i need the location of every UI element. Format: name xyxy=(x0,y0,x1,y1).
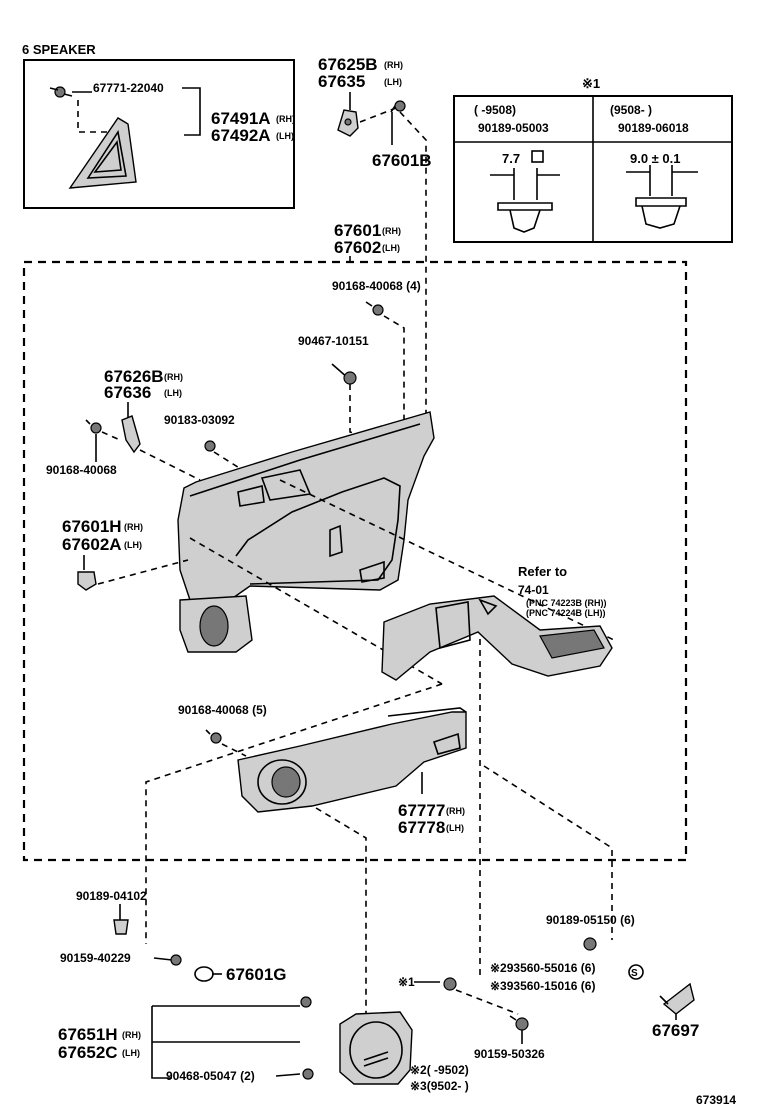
bracket-lh-label: 67635 xyxy=(318,72,365,91)
handle-lh-label: 67636 xyxy=(104,383,151,402)
bracket-rh-side: (RH) xyxy=(384,60,403,70)
tweeter-cover-icon xyxy=(68,117,137,189)
inset-screw-icon xyxy=(49,86,73,98)
cap-67601g-label: 67601G xyxy=(226,965,287,984)
svg-text:S: S xyxy=(631,968,638,979)
speaker-inset-frame xyxy=(23,59,295,209)
screw-50326-icon xyxy=(509,1015,529,1031)
handle-rh-label: 67626B xyxy=(104,367,164,386)
note-col2-dim: 9.0 ± 0.1 xyxy=(630,151,681,166)
bolt-icon xyxy=(331,363,357,385)
star1-label: ※1 xyxy=(398,975,415,989)
note-table-mark: ※1 xyxy=(582,76,600,91)
assembly-boundary xyxy=(22,260,688,862)
bracket-rh-label: 67625B xyxy=(318,55,378,74)
retainer-rh-label: 67601H xyxy=(62,517,122,536)
speaker-screw-label: 67771-22040 xyxy=(93,81,164,95)
clip-67601b-label: 67601B xyxy=(372,151,432,170)
door-pocket xyxy=(237,707,467,813)
speaker-inset: 67771-22040 67491A (RH) 67492A (LH) xyxy=(23,59,295,209)
speaker-cover-lh-label: 67492A xyxy=(211,126,271,145)
bolt-label: 90467-10151 xyxy=(298,334,369,348)
figure-number: 673914 xyxy=(696,1093,736,1107)
screw-40229-label: 90159-40229 xyxy=(60,951,131,965)
armrest-pnc-rh: (PNC 74223B (RH)) xyxy=(526,598,607,608)
clip-67601b-icon xyxy=(390,100,406,113)
power-window-switch xyxy=(539,629,605,659)
pocket-lh-side: (LH) xyxy=(446,823,464,833)
note-col1-part: 90189-05003 xyxy=(478,121,549,135)
clip-55016-label: ※293560-55016 (6) xyxy=(490,961,595,975)
retainer-rh-side: (RH) xyxy=(124,522,143,532)
screw-90468-label: 90468-05047 (2) xyxy=(166,1069,255,1083)
clip-05150-icon xyxy=(583,937,597,951)
clip-90189-06018-icon xyxy=(626,165,698,229)
grille-rh-side: (RH) xyxy=(122,1030,141,1040)
retainer-lh-label: 67602A xyxy=(62,535,122,554)
grille-lh-label: 67652C xyxy=(58,1043,118,1062)
note-col1-dim: 7.7 xyxy=(502,151,520,166)
grille-screw-icon xyxy=(300,996,314,1080)
pocket-rh-label: 67777 xyxy=(398,801,445,820)
note-period-2: ※2( -9502) xyxy=(410,1063,469,1077)
board-lh-side: (LH) xyxy=(382,243,400,253)
screw-90183-label: 90183-03092 xyxy=(164,413,235,427)
screw-40229-icon xyxy=(170,954,182,966)
clip-04102-label: 90189-04102 xyxy=(76,889,147,903)
board-rh-label: 67601 xyxy=(334,221,381,240)
clip-04102-icon xyxy=(113,919,129,935)
grille-lh-side: (LH) xyxy=(122,1048,140,1058)
screw-90183-icon xyxy=(204,440,216,452)
screw-left-label: 90168-40068 xyxy=(46,463,117,477)
pocket-rh-side: (RH) xyxy=(446,806,465,816)
bracket-lh-side: (LH) xyxy=(384,77,402,87)
retainer-lh-side: (LH) xyxy=(124,540,142,550)
board-lh-label: 67602 xyxy=(334,238,381,257)
speaker-cover-rh-label: 67491A xyxy=(211,109,271,128)
door-trim-board xyxy=(177,411,435,653)
clip-15016-label: ※393560-15016 (6) xyxy=(490,979,595,993)
note-square-mark xyxy=(531,150,544,163)
screw-50326-label: 90159-50326 xyxy=(474,1047,545,1061)
note-col1-period: ( -9508) xyxy=(474,103,516,117)
clip-05150-label: 90189-05150 (6) xyxy=(546,913,635,927)
note-period-3: ※3(9502- ) xyxy=(410,1079,469,1093)
speaker-cover-lh-side: (LH) xyxy=(276,131,294,141)
handle-rh-side: (RH) xyxy=(164,372,183,382)
clip-s-mark-icon: S xyxy=(628,964,644,980)
clip-size-table: ※1 ( -9508) 90189-05003 (9508- ) 90189-0… xyxy=(453,76,733,243)
header-title: 6 SPEAKER xyxy=(22,42,96,57)
screw-icon xyxy=(365,301,384,316)
grille-rh-label: 67651H xyxy=(58,1025,118,1044)
cap-67601g-icon xyxy=(194,966,214,982)
note-col2-period: (9508- ) xyxy=(610,103,652,117)
armrest-ref-page: 74-01 xyxy=(518,583,549,597)
screw-5-label: 90168-40068 (5) xyxy=(178,703,267,717)
screw-left-icon xyxy=(85,419,102,434)
note-col2-part: 90189-06018 xyxy=(618,121,689,135)
armrest-refer-title: Refer to xyxy=(518,564,567,579)
inside-handle-icon xyxy=(121,415,141,454)
retainer-clip-icon xyxy=(77,571,97,591)
screw-5-icon xyxy=(205,729,222,744)
board-rh-side: (RH) xyxy=(382,226,401,236)
armrest-assembly xyxy=(381,595,613,681)
pocket-lh-label: 67778 xyxy=(398,818,445,837)
armrest-grip-recess xyxy=(435,601,471,650)
door-bracket-icon xyxy=(337,109,359,137)
bracket-67697-label: 67697 xyxy=(652,1021,699,1040)
clip-star1-icon xyxy=(443,977,457,991)
clip-90189-05003-icon xyxy=(490,168,560,233)
speaker-cover-rh-side: (RH) xyxy=(276,114,295,124)
handle-lh-side: (LH) xyxy=(164,388,182,398)
armrest-pnc-lh: (PNC 74224B (LH)) xyxy=(526,608,606,618)
speaker-grille-icon xyxy=(339,1011,413,1085)
bracket-67697-icon xyxy=(659,982,695,1015)
screw-4-label: 90168-40068 (4) xyxy=(332,279,421,293)
